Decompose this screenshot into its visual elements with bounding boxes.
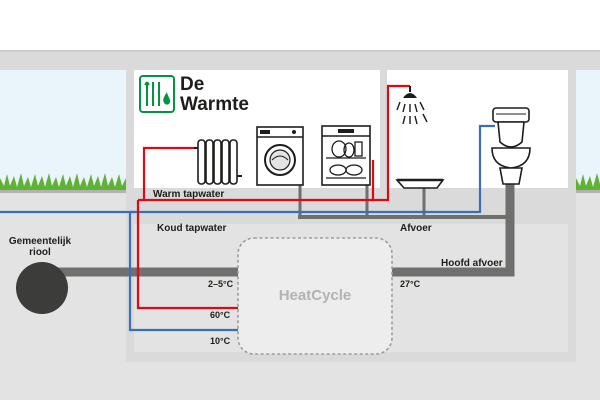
heatcycle-unit bbox=[237, 237, 393, 355]
main-drain-label: Hoofd afvoer bbox=[441, 258, 503, 269]
temp-cold-label: 10°C bbox=[210, 336, 231, 346]
dishwasher-icon bbox=[321, 125, 371, 186]
cold-toilet-line bbox=[478, 124, 495, 188]
sky-right bbox=[576, 50, 600, 190]
municipal-sewer-label-line-1: Gemeentelijk bbox=[9, 236, 72, 247]
roof-top-line bbox=[0, 50, 600, 52]
logo: De Warmte bbox=[139, 74, 249, 115]
shower-icon bbox=[396, 86, 428, 125]
logo-line-2: Warmte bbox=[180, 94, 249, 115]
heatcycle-label: HeatCycle bbox=[279, 287, 352, 304]
radiator-waterdrop-logo-icon bbox=[139, 75, 175, 113]
temp-hot-label: 60°C bbox=[210, 310, 231, 320]
interior-wall bbox=[380, 70, 387, 188]
sky-left bbox=[0, 50, 126, 190]
municipal-sewer bbox=[16, 262, 68, 314]
foundation-slab bbox=[126, 352, 576, 362]
hot-radiator-riser bbox=[142, 146, 196, 200]
sink-icon bbox=[395, 178, 445, 189]
drain-label: Afvoer bbox=[400, 223, 432, 234]
cold-tapwater-line bbox=[130, 188, 482, 214]
hot-from-heatcycle bbox=[136, 200, 238, 310]
grass-left bbox=[0, 173, 126, 192]
roof-slab bbox=[0, 50, 600, 70]
toilet-icon bbox=[491, 107, 531, 185]
cold-to-heatcycle bbox=[128, 212, 238, 332]
hot-water-pipes bbox=[136, 84, 410, 310]
temp-inflow-label: 2–5°C bbox=[208, 279, 234, 289]
grass-right bbox=[576, 173, 600, 192]
warm-tapwater-label: Warm tapwater bbox=[153, 189, 224, 200]
cold-tapwater-label: Koud tapwater bbox=[157, 223, 227, 234]
waterdrop-icon bbox=[163, 92, 171, 105]
hot-tapwater-line bbox=[138, 84, 410, 202]
cold-water-pipes bbox=[0, 124, 495, 332]
washing-machine-icon bbox=[256, 126, 304, 186]
logo-line-1: De bbox=[180, 74, 204, 95]
municipal-sewer-label-line-2: riool bbox=[29, 247, 51, 258]
temp-outflow-label: 27°C bbox=[400, 279, 421, 289]
radiator-icon bbox=[194, 139, 242, 185]
